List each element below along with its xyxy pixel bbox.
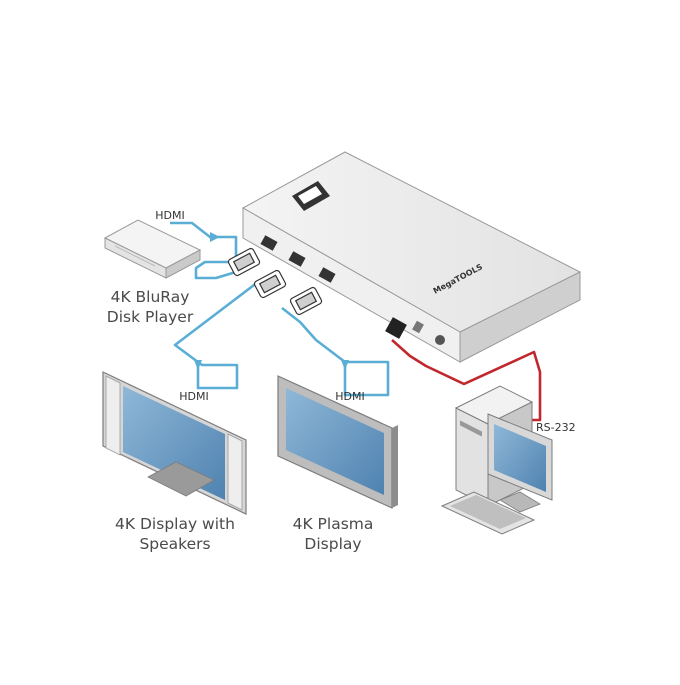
display1-stand <box>147 461 215 497</box>
bluray-side <box>165 249 201 279</box>
hdmi-connector-out1 <box>253 269 287 299</box>
hdmi-connector-in <box>227 247 261 277</box>
display1-speaker-left <box>105 375 121 456</box>
hdmi-arrow-source <box>210 232 220 242</box>
pc-monitor-screen <box>494 424 546 492</box>
hdmi-connector-out2 <box>289 286 323 316</box>
label-bluray-line1: 4K BluRay <box>110 288 190 306</box>
hdmi-arrow-out2 <box>341 360 349 370</box>
hdmi-cable-out1 <box>173 280 259 390</box>
rs232-terminal <box>385 317 407 339</box>
label-hdmi-display1: HDMI <box>179 390 209 403</box>
label-display1-line2: Speakers <box>139 535 211 553</box>
display2-screen <box>286 388 384 495</box>
hdmi-arrow-out1 <box>194 360 202 370</box>
label-display2-line1: 4K Plasma <box>292 515 374 533</box>
hdmi-cable-source <box>170 221 238 280</box>
pc-monitor-stand <box>499 491 541 513</box>
label-display1-line1: 4K Display with <box>115 515 235 533</box>
label-bluray: 4K BluRay Disk Player <box>88 287 212 327</box>
label-hdmi-display2: HDMI <box>335 390 365 403</box>
label-hdmi-source: HDMI <box>155 209 185 222</box>
pc-keyboard-keys <box>450 495 526 529</box>
switcher-device: MegaTOOLS <box>241 151 582 363</box>
label-bluray-line2: Disk Player <box>106 308 194 326</box>
device-side <box>459 271 581 363</box>
pc-computer <box>440 385 553 535</box>
hdmi-connectors <box>227 247 323 316</box>
hdmi-cables <box>170 221 390 397</box>
display-with-speakers <box>102 371 247 515</box>
label-display2-line2: Display <box>304 535 362 553</box>
label-rs232: RS-232 <box>536 421 576 434</box>
label-display1: 4K Display with Speakers <box>100 514 250 554</box>
hdmi-cable-out2 <box>281 306 390 397</box>
front-ports <box>260 235 445 345</box>
bluray-player <box>103 219 202 279</box>
rs232-cable <box>391 339 542 422</box>
brand-logo-mark <box>298 186 322 204</box>
label-display2: 4K Plasma Display <box>278 514 388 554</box>
display1-speaker-right <box>227 433 243 511</box>
display2-bezel-side <box>392 425 398 508</box>
display1-screen <box>123 386 225 500</box>
plasma-display <box>277 375 398 509</box>
